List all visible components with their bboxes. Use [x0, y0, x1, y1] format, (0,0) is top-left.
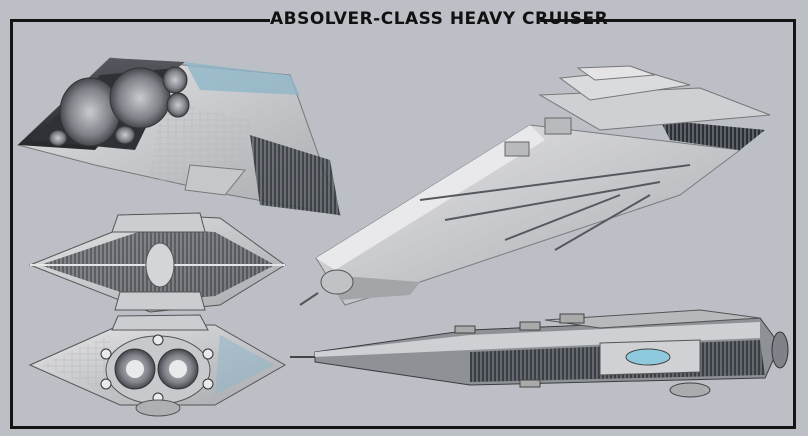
- top-view: [28, 212, 286, 313]
- sheet-title: ABSOLVER-CLASS HEAVY CRUISER: [270, 6, 608, 32]
- engine-nozzle-icon: [59, 77, 121, 147]
- bottom-view: [28, 314, 287, 417]
- perspective-view: [299, 65, 771, 306]
- side-view: [290, 309, 789, 398]
- rear-engine-view: [17, 57, 341, 216]
- engine-nozzle-icon: [109, 67, 171, 129]
